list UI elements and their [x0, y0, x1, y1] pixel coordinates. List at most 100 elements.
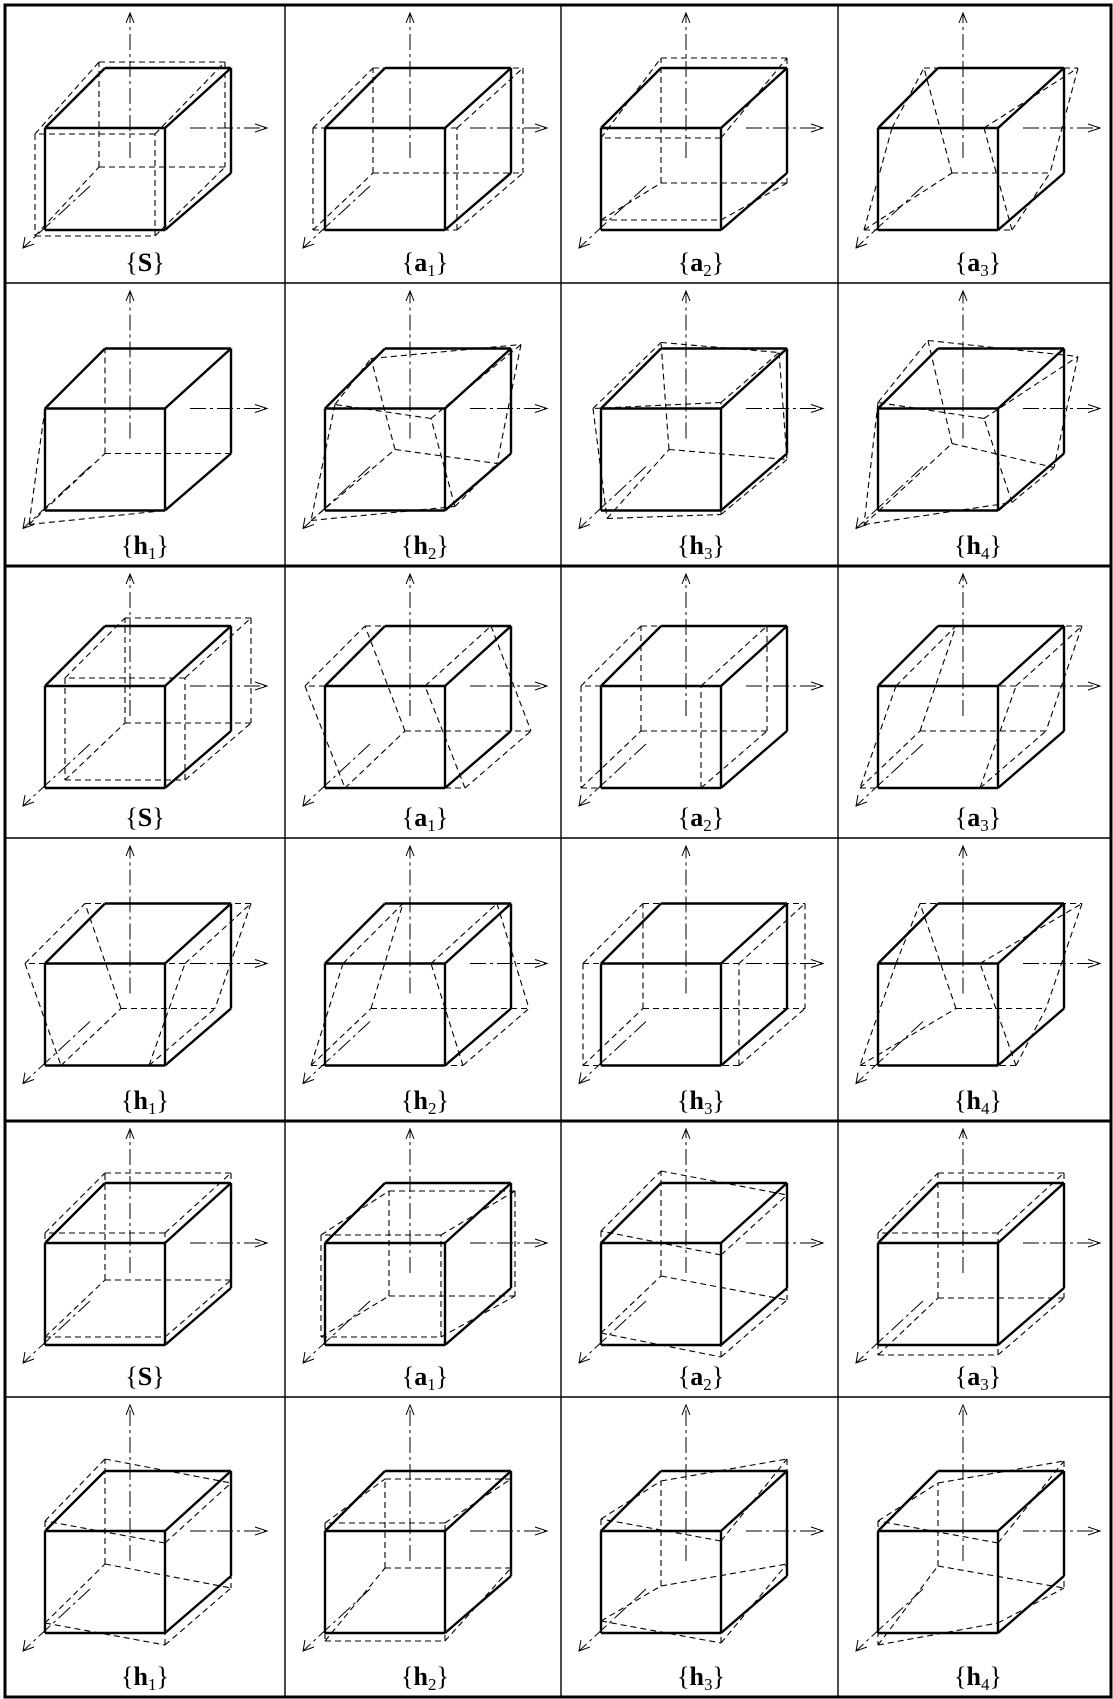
cube-edge: [721, 1471, 787, 1531]
deformed-edge: [431, 964, 463, 1066]
deformed-edge: [860, 1009, 956, 1066]
mode-cell: {h3}: [579, 1405, 823, 1694]
deformed-edge: [465, 731, 531, 788]
mode-cell: {a2}: [579, 1129, 823, 1394]
depth-axis: [579, 1022, 646, 1084]
mode-cell: {a1}: [303, 574, 547, 835]
depth-axis: [23, 186, 90, 248]
cube-edge: [165, 349, 231, 409]
cube-edge: [878, 68, 938, 128]
outer-border: [5, 5, 1111, 1697]
cube-edge: [165, 173, 231, 230]
mode-cell: {h1}: [23, 846, 267, 1118]
deformed-edge: [345, 731, 405, 788]
grid-frame: [5, 5, 1111, 1697]
depth-axis: [23, 744, 90, 806]
depth-axis: [303, 186, 370, 248]
deformed-edge: [938, 1566, 1064, 1588]
cube-edge: [165, 454, 231, 511]
deformed-edge: [920, 626, 956, 731]
deformed-edge: [425, 626, 491, 686]
depth-axis: [856, 744, 923, 806]
depth-axis: [23, 1589, 90, 1651]
deformed-edge: [721, 460, 787, 515]
mode-cell: {a2}: [579, 13, 823, 280]
depth-axis: [303, 1301, 370, 1363]
depth-axis: [856, 1589, 923, 1651]
cube-edge: [601, 626, 661, 686]
mode-cell: {h2}: [303, 291, 547, 563]
cube-edge: [998, 349, 1064, 409]
cube-edge: [445, 904, 511, 964]
cube-edge: [445, 173, 511, 230]
deformed-edge: [497, 345, 521, 464]
mode-label: {h1}: [121, 531, 169, 563]
mode-cell: {h2}: [303, 846, 547, 1118]
deformed-edge: [721, 353, 779, 403]
deformed-edge: [583, 1009, 643, 1066]
deformed-edge: [155, 62, 225, 134]
cube-edge: [325, 1471, 385, 1531]
deformed-edge: [45, 1280, 105, 1337]
cube-edge: [601, 1183, 661, 1243]
deformed-edge: [593, 343, 661, 409]
deformed-edge: [463, 1009, 529, 1066]
deformed-edge: [878, 1173, 938, 1233]
deformed-edge: [1054, 357, 1078, 468]
cube-edge: [721, 626, 787, 686]
cube-edge: [721, 1288, 787, 1345]
deformed-edge: [607, 515, 721, 519]
cube-edge: [45, 626, 105, 686]
mode-cell: {S}: [23, 1129, 267, 1391]
deformed-edge: [457, 173, 523, 230]
deformed-edge: [45, 1459, 105, 1521]
cube-edge: [445, 1183, 511, 1243]
deformed-edge: [1012, 468, 1054, 503]
deformed-edge: [860, 731, 920, 788]
cube-edge: [601, 349, 661, 409]
deformed-edge: [497, 904, 529, 1009]
mode-label: {S}: [125, 1362, 164, 1391]
cube-edge: [998, 1183, 1064, 1243]
cube-edge: [878, 349, 938, 409]
deformed-edge: [739, 904, 805, 964]
deformed-edge: [739, 1009, 805, 1066]
deformed-edge: [581, 731, 641, 788]
deformed-edge: [583, 904, 643, 964]
mode-label: {h2}: [401, 531, 449, 563]
deformed-edge: [601, 1171, 661, 1231]
mode-cell: {h4}: [856, 846, 1100, 1118]
cube-edge: [721, 349, 787, 409]
cube-edge: [998, 904, 1064, 964]
cube-edge: [165, 731, 231, 788]
cube-edge: [45, 1471, 105, 1531]
depth-axis: [23, 1301, 90, 1363]
deformed-edge: [311, 405, 335, 521]
mode-cell: {S}: [23, 13, 267, 277]
cube-edge: [721, 1183, 787, 1243]
deformed-edge: [779, 353, 787, 460]
deformed-edge: [45, 1564, 105, 1623]
deformed-edge: [65, 723, 125, 780]
cube-edge: [445, 1471, 511, 1531]
mode-cell: {h3}: [579, 846, 823, 1118]
deformed-edge: [325, 1568, 385, 1641]
deformed-edge: [371, 345, 521, 359]
depth-axis: [856, 467, 923, 529]
cube-edge: [721, 731, 787, 788]
deformed-edge: [431, 904, 497, 964]
deformed-edge: [998, 1298, 1064, 1355]
depth-axis: [303, 744, 370, 806]
deformed-edge: [864, 403, 878, 525]
mode-cell: {S}: [23, 574, 267, 832]
cube-edge: [998, 1288, 1064, 1345]
cube-edge: [721, 1576, 787, 1633]
deformed-edge: [661, 1564, 787, 1586]
mode-label: {h4}: [954, 1662, 1002, 1694]
cube-edge: [445, 1576, 511, 1633]
deformed-edge: [311, 1009, 371, 1066]
mode-label: {a2}: [678, 1362, 724, 1394]
deformed-edge: [431, 419, 455, 507]
cube-edge: [45, 349, 105, 409]
cube-edge: [45, 68, 105, 128]
